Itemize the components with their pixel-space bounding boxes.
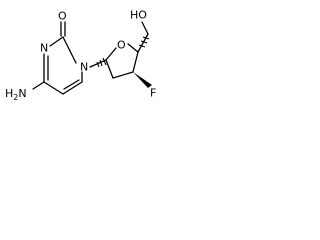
ring-oxygen-label: O xyxy=(117,39,126,52)
bond-c4prime-c3prime xyxy=(132,51,139,73)
bond-c4-nh2 xyxy=(32,81,45,90)
bond-n1-c2 xyxy=(62,36,77,64)
bond-c1prime-o4prime xyxy=(105,47,117,61)
molecule-structure: O N N H2N O HO F xyxy=(5,9,156,103)
bond-c5prime-o5prime xyxy=(141,21,149,35)
hydroxyl-group-label: HO xyxy=(130,9,147,22)
amino-group-label: H2N xyxy=(5,87,27,103)
sugar-ring xyxy=(105,21,149,79)
fluorine-label: F xyxy=(150,87,156,100)
bond-c2prime-c1prime xyxy=(105,59,114,79)
ring-nitrogen-3-label: N xyxy=(40,42,48,55)
cytosine-ring xyxy=(32,21,83,95)
bond-c5-c6 xyxy=(62,81,83,95)
ring-nitrogen-1-label: N xyxy=(80,61,88,74)
bond-o4prime-c4prime xyxy=(127,43,139,53)
bond-c4prime-c5prime xyxy=(137,33,149,53)
bond-c4-c5 xyxy=(43,81,64,95)
bond-c5-c6-inner xyxy=(63,79,80,90)
carbonyl-oxygen-label: O xyxy=(58,10,67,23)
bond-c3prime-c2prime xyxy=(112,71,134,79)
bond-c2-n3 xyxy=(49,36,64,47)
stereo-hash-c4prime xyxy=(138,36,150,48)
stereo-wedge-c3prime-f xyxy=(133,72,152,88)
stereo-hash-c1prime xyxy=(96,57,107,68)
